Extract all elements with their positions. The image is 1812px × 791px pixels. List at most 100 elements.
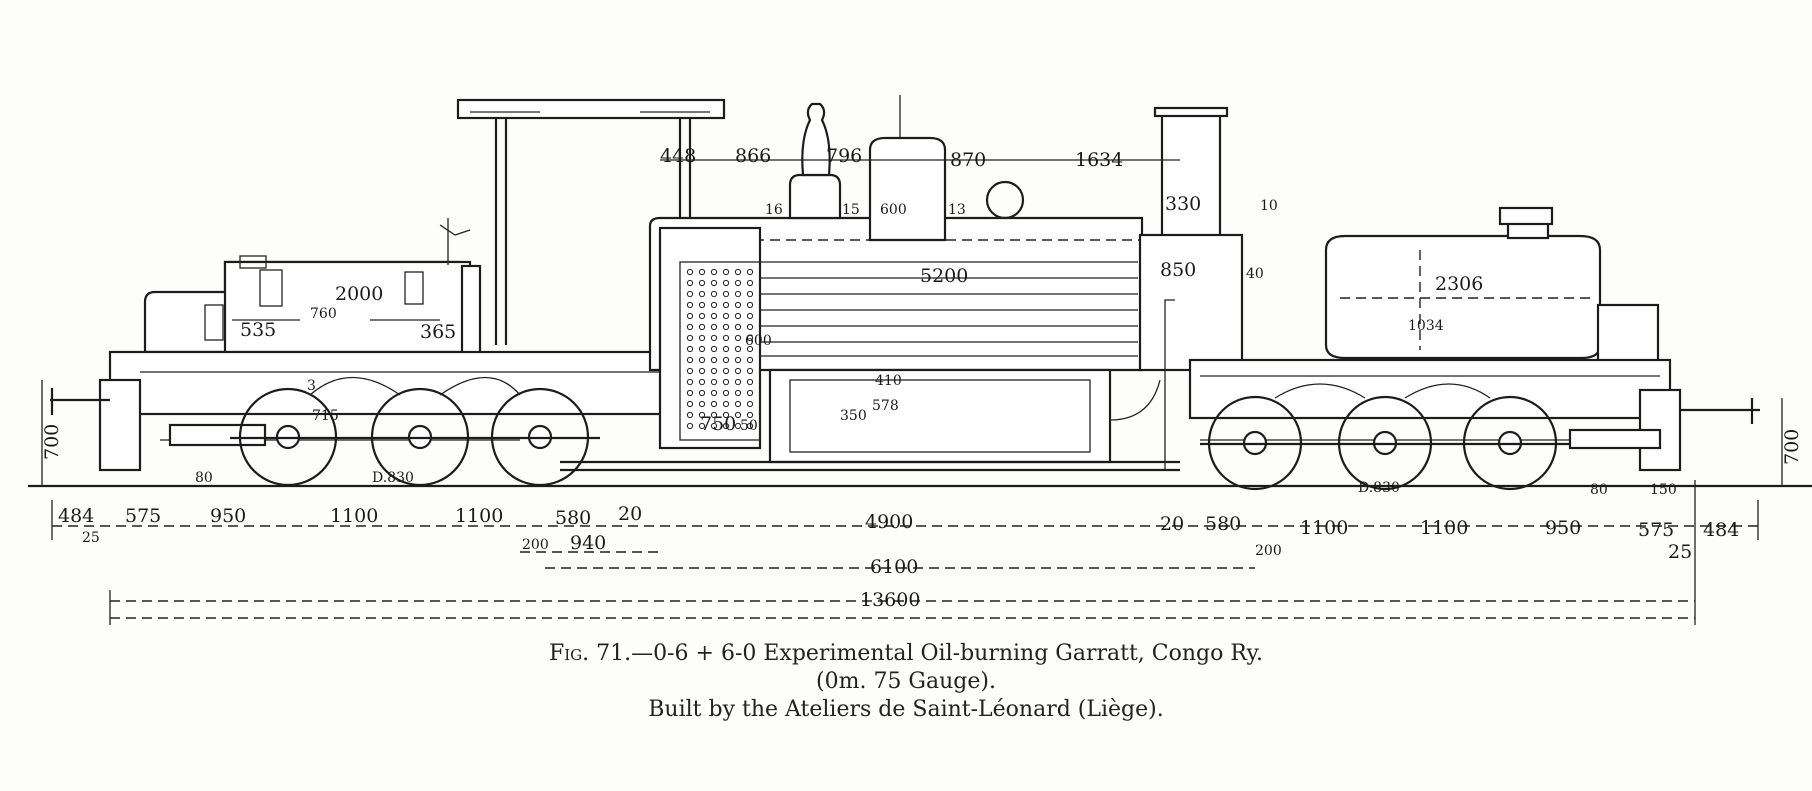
- stay-bolt: [722, 378, 730, 386]
- stay-bolt: [710, 312, 718, 320]
- caption-title: 71.—0-6 + 6-0 Experimental Oil-burning G…: [596, 641, 1264, 666]
- stay-bolt: [698, 422, 706, 430]
- stay-bolt: [734, 312, 742, 320]
- stay-bolt: [698, 334, 706, 342]
- dim-b-484-front: 484: [58, 505, 94, 527]
- dim-small-940: 940: [570, 532, 606, 554]
- rear-engine-frame: [1188, 358, 1760, 472]
- dim-firebox-50: 50: [740, 418, 758, 434]
- dim-boiler-40: 40: [1246, 266, 1264, 282]
- stay-bolt: [746, 301, 754, 309]
- dim-150: 150: [1650, 482, 1677, 498]
- stay-bolt: [722, 411, 730, 419]
- stay-bolt: [686, 268, 694, 276]
- stay-bolt: [710, 400, 718, 408]
- caption-fig-label: Fig.: [548, 641, 590, 666]
- stay-bolt: [746, 367, 754, 375]
- dim-top-866: 866: [735, 145, 771, 167]
- stay-bolt: [710, 279, 718, 287]
- stay-bolt: [686, 345, 694, 353]
- stay-bolt: [686, 367, 694, 375]
- dim-b-575-rear: 575: [1638, 519, 1674, 541]
- dim-b-950-rear: 950: [1545, 517, 1581, 539]
- stay-bolt: [722, 268, 730, 276]
- dim-tank-715: 715: [312, 408, 339, 424]
- stay-bolt: [746, 389, 754, 397]
- dim-small-200-rear: 200: [1255, 543, 1282, 559]
- stay-bolt: [746, 411, 754, 419]
- dim-boiler-850: 850: [1160, 259, 1196, 281]
- stay-bolt: [686, 301, 694, 309]
- stay-bolt: [698, 312, 706, 320]
- figure-caption: Fig. 71.—0-6 + 6-0 Experimental Oil-burn…: [0, 640, 1812, 724]
- stay-bolt: [698, 268, 706, 276]
- stay-bolt: [710, 323, 718, 331]
- stay-bolt: [734, 323, 742, 331]
- stay-bolt: [710, 268, 718, 276]
- stay-bolt: [722, 367, 730, 375]
- dim-small-25-rear: 25: [1668, 541, 1692, 563]
- dim-b-580-front: 580: [555, 507, 591, 529]
- front-tank-unit: [143, 218, 482, 356]
- stay-bolt: [686, 411, 694, 419]
- stay-bolt: [734, 279, 742, 287]
- dim-boiler-330: 330: [1165, 193, 1201, 215]
- rear-wheels: [1200, 383, 1570, 491]
- dim-firebox-750: 750: [700, 413, 736, 435]
- stay-bolt: [686, 400, 694, 408]
- dim-tank-535: 535: [240, 319, 276, 341]
- dim-wheel-d830-rear: D.830: [1358, 480, 1400, 496]
- stay-bolt: [746, 378, 754, 386]
- stay-bolt: [710, 367, 718, 375]
- stay-bolt: [698, 323, 706, 331]
- dim-b-1100-front-1: 1100: [330, 505, 378, 527]
- centre-frame: [560, 299, 1180, 472]
- dim-wheel-d830-front: D.830: [372, 470, 414, 486]
- stay-bolt: [722, 301, 730, 309]
- stay-bolt: [686, 323, 694, 331]
- dim-top-448: 448: [660, 145, 696, 167]
- stay-bolt: [746, 290, 754, 298]
- dim-b-575-front: 575: [125, 505, 161, 527]
- boiler: [648, 95, 1244, 372]
- stay-bolt: [698, 367, 706, 375]
- dim-boiler-10: 10: [1260, 198, 1278, 214]
- stay-bolt: [746, 422, 754, 430]
- dim-boiler-15: 15: [842, 202, 860, 218]
- stay-bolt: [734, 400, 742, 408]
- stay-bolt: [722, 334, 730, 342]
- dim-overall-6100: 6100: [870, 556, 918, 578]
- stay-bolt: [722, 345, 730, 353]
- stay-bolt: [722, 422, 730, 430]
- caption-line-1: Fig. 71.—0-6 + 6-0 Experimental Oil-burn…: [0, 640, 1812, 668]
- stay-bolt: [686, 422, 694, 430]
- stay-bolt: [734, 290, 742, 298]
- stay-bolt: [734, 422, 742, 430]
- stay-bolt: [734, 334, 742, 342]
- stay-bolt: [710, 290, 718, 298]
- stay-bolt: [734, 367, 742, 375]
- stay-bolt: [734, 411, 742, 419]
- stay-bolt: [698, 345, 706, 353]
- front-wheels: [230, 376, 600, 487]
- stay-bolt: [734, 356, 742, 364]
- stay-bolt: [722, 279, 730, 287]
- stay-bolt: [710, 345, 718, 353]
- dim-boiler-5200: 5200: [920, 265, 968, 287]
- dim-b-484-rear: 484: [1703, 519, 1739, 541]
- dim-tank-2000: 2000: [335, 283, 383, 305]
- dim-b-1100-front-2: 1100: [455, 505, 503, 527]
- dim-boiler-16: 16: [765, 202, 783, 218]
- stay-bolt: [734, 301, 742, 309]
- bottom-dim-lines: [41, 380, 1783, 625]
- stay-bolt: [734, 268, 742, 276]
- stay-bolt: [722, 400, 730, 408]
- stay-bolt: [722, 389, 730, 397]
- stay-bolt: [710, 301, 718, 309]
- cab-roof: [456, 98, 726, 345]
- dim-tank-760: 760: [310, 306, 337, 322]
- stay-bolt: [686, 378, 694, 386]
- dim-reartank-1034: 1034: [1408, 318, 1444, 334]
- stay-bolt: [734, 378, 742, 386]
- front-engine-frame: [50, 350, 692, 472]
